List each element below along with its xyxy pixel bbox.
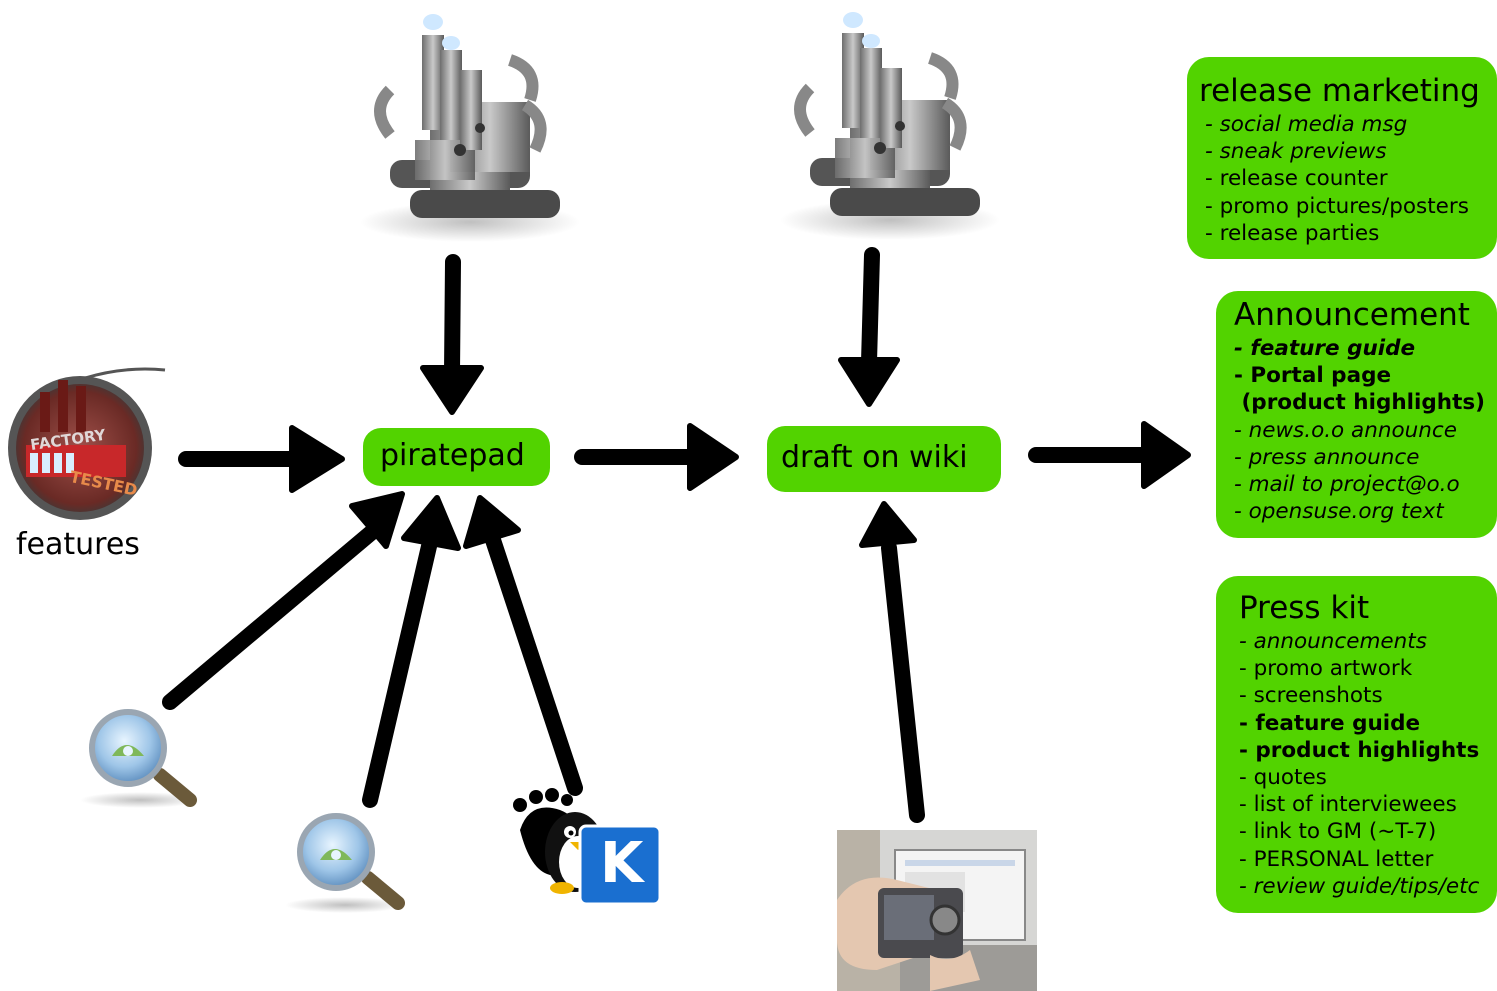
factory-tested-icon: FACTORY TESTED — [8, 367, 166, 520]
list-item: - promo artwork — [1239, 656, 1413, 682]
list-item: - mail to project@o.o — [1234, 472, 1460, 498]
arrow-features-to-piratepad — [178, 425, 345, 493]
release-marketing-panel: release marketing - social media msg - s… — [1187, 57, 1497, 259]
arrow-robot-to-piratepad — [420, 254, 484, 415]
list-item: - sneak previews — [1205, 139, 1387, 165]
piratepad-node: piratepad — [363, 428, 550, 486]
list-item: - news.o.o announce — [1234, 417, 1457, 443]
release-marketing-list: - social media msg - sneak previews - re… — [1199, 111, 1497, 247]
list-item: - social media msg — [1205, 112, 1408, 137]
list-item: - release counter — [1205, 166, 1388, 192]
list-item: - press announce — [1234, 444, 1420, 470]
arrow-piratepad-to-wiki — [574, 423, 739, 491]
list-item: - release parties — [1205, 220, 1380, 246]
release-marketing-title: release marketing — [1199, 73, 1480, 109]
arrow-search1-to-piratepad — [162, 491, 405, 710]
list-item: - list of interviewees — [1239, 792, 1457, 818]
announcement-title: Announcement — [1234, 297, 1470, 333]
piratepad-label: piratepad — [380, 438, 525, 473]
list-item: - feature guide — [1234, 336, 1416, 361]
announcement-panel: Announcement - feature guide - Portal pa… — [1216, 291, 1497, 538]
press-kit-title: Press kit — [1239, 590, 1370, 626]
wiki-draft-label: draft on wiki — [781, 440, 968, 475]
list-item: - link to GM (~T-7) — [1239, 819, 1437, 845]
camera-photo-icon — [837, 830, 1037, 991]
list-item: - screenshots — [1239, 683, 1383, 709]
list-item: - quotes — [1239, 765, 1327, 791]
magnifier-icon-2 — [285, 813, 405, 913]
arrow-photo-to-wiki — [859, 501, 925, 823]
list-item: - product highlights — [1239, 737, 1480, 763]
arrow-search2-to-piratepad — [362, 495, 461, 808]
list-item: - announcements — [1239, 629, 1427, 654]
press-kit-panel: Press kit - announcements - promo artwor… — [1216, 576, 1497, 913]
robot-factory-icon-right — [780, 12, 1000, 240]
list-item: - promo pictures/posters — [1205, 193, 1469, 219]
list-item: - PERSONAL letter — [1239, 846, 1434, 872]
press-kit-list: - announcements - promo artwork - screen… — [1239, 628, 1497, 900]
list-item: - feature guide — [1239, 710, 1421, 736]
arrow-robot-to-wiki — [838, 247, 900, 407]
announcement-list: - feature guide - Portal page (product h… — [1234, 335, 1497, 525]
kde-logo-letter: K — [600, 831, 646, 896]
list-item: - opensuse.org text — [1234, 499, 1444, 525]
arrow-kde-to-piratepad — [463, 495, 583, 796]
list-item: - Portal page — [1234, 363, 1392, 389]
list-item: - review guide/tips/etc — [1239, 873, 1480, 899]
magnifier-icon-1 — [80, 709, 200, 808]
gnome-tux-kde-icon: K — [513, 788, 662, 906]
wiki-draft-node: draft on wiki — [767, 426, 1001, 492]
features-label: features — [16, 527, 140, 562]
list-item: (product highlights) — [1234, 390, 1485, 416]
arrow-wiki-to-panels — [1028, 421, 1191, 489]
robot-factory-icon-left — [360, 14, 580, 242]
